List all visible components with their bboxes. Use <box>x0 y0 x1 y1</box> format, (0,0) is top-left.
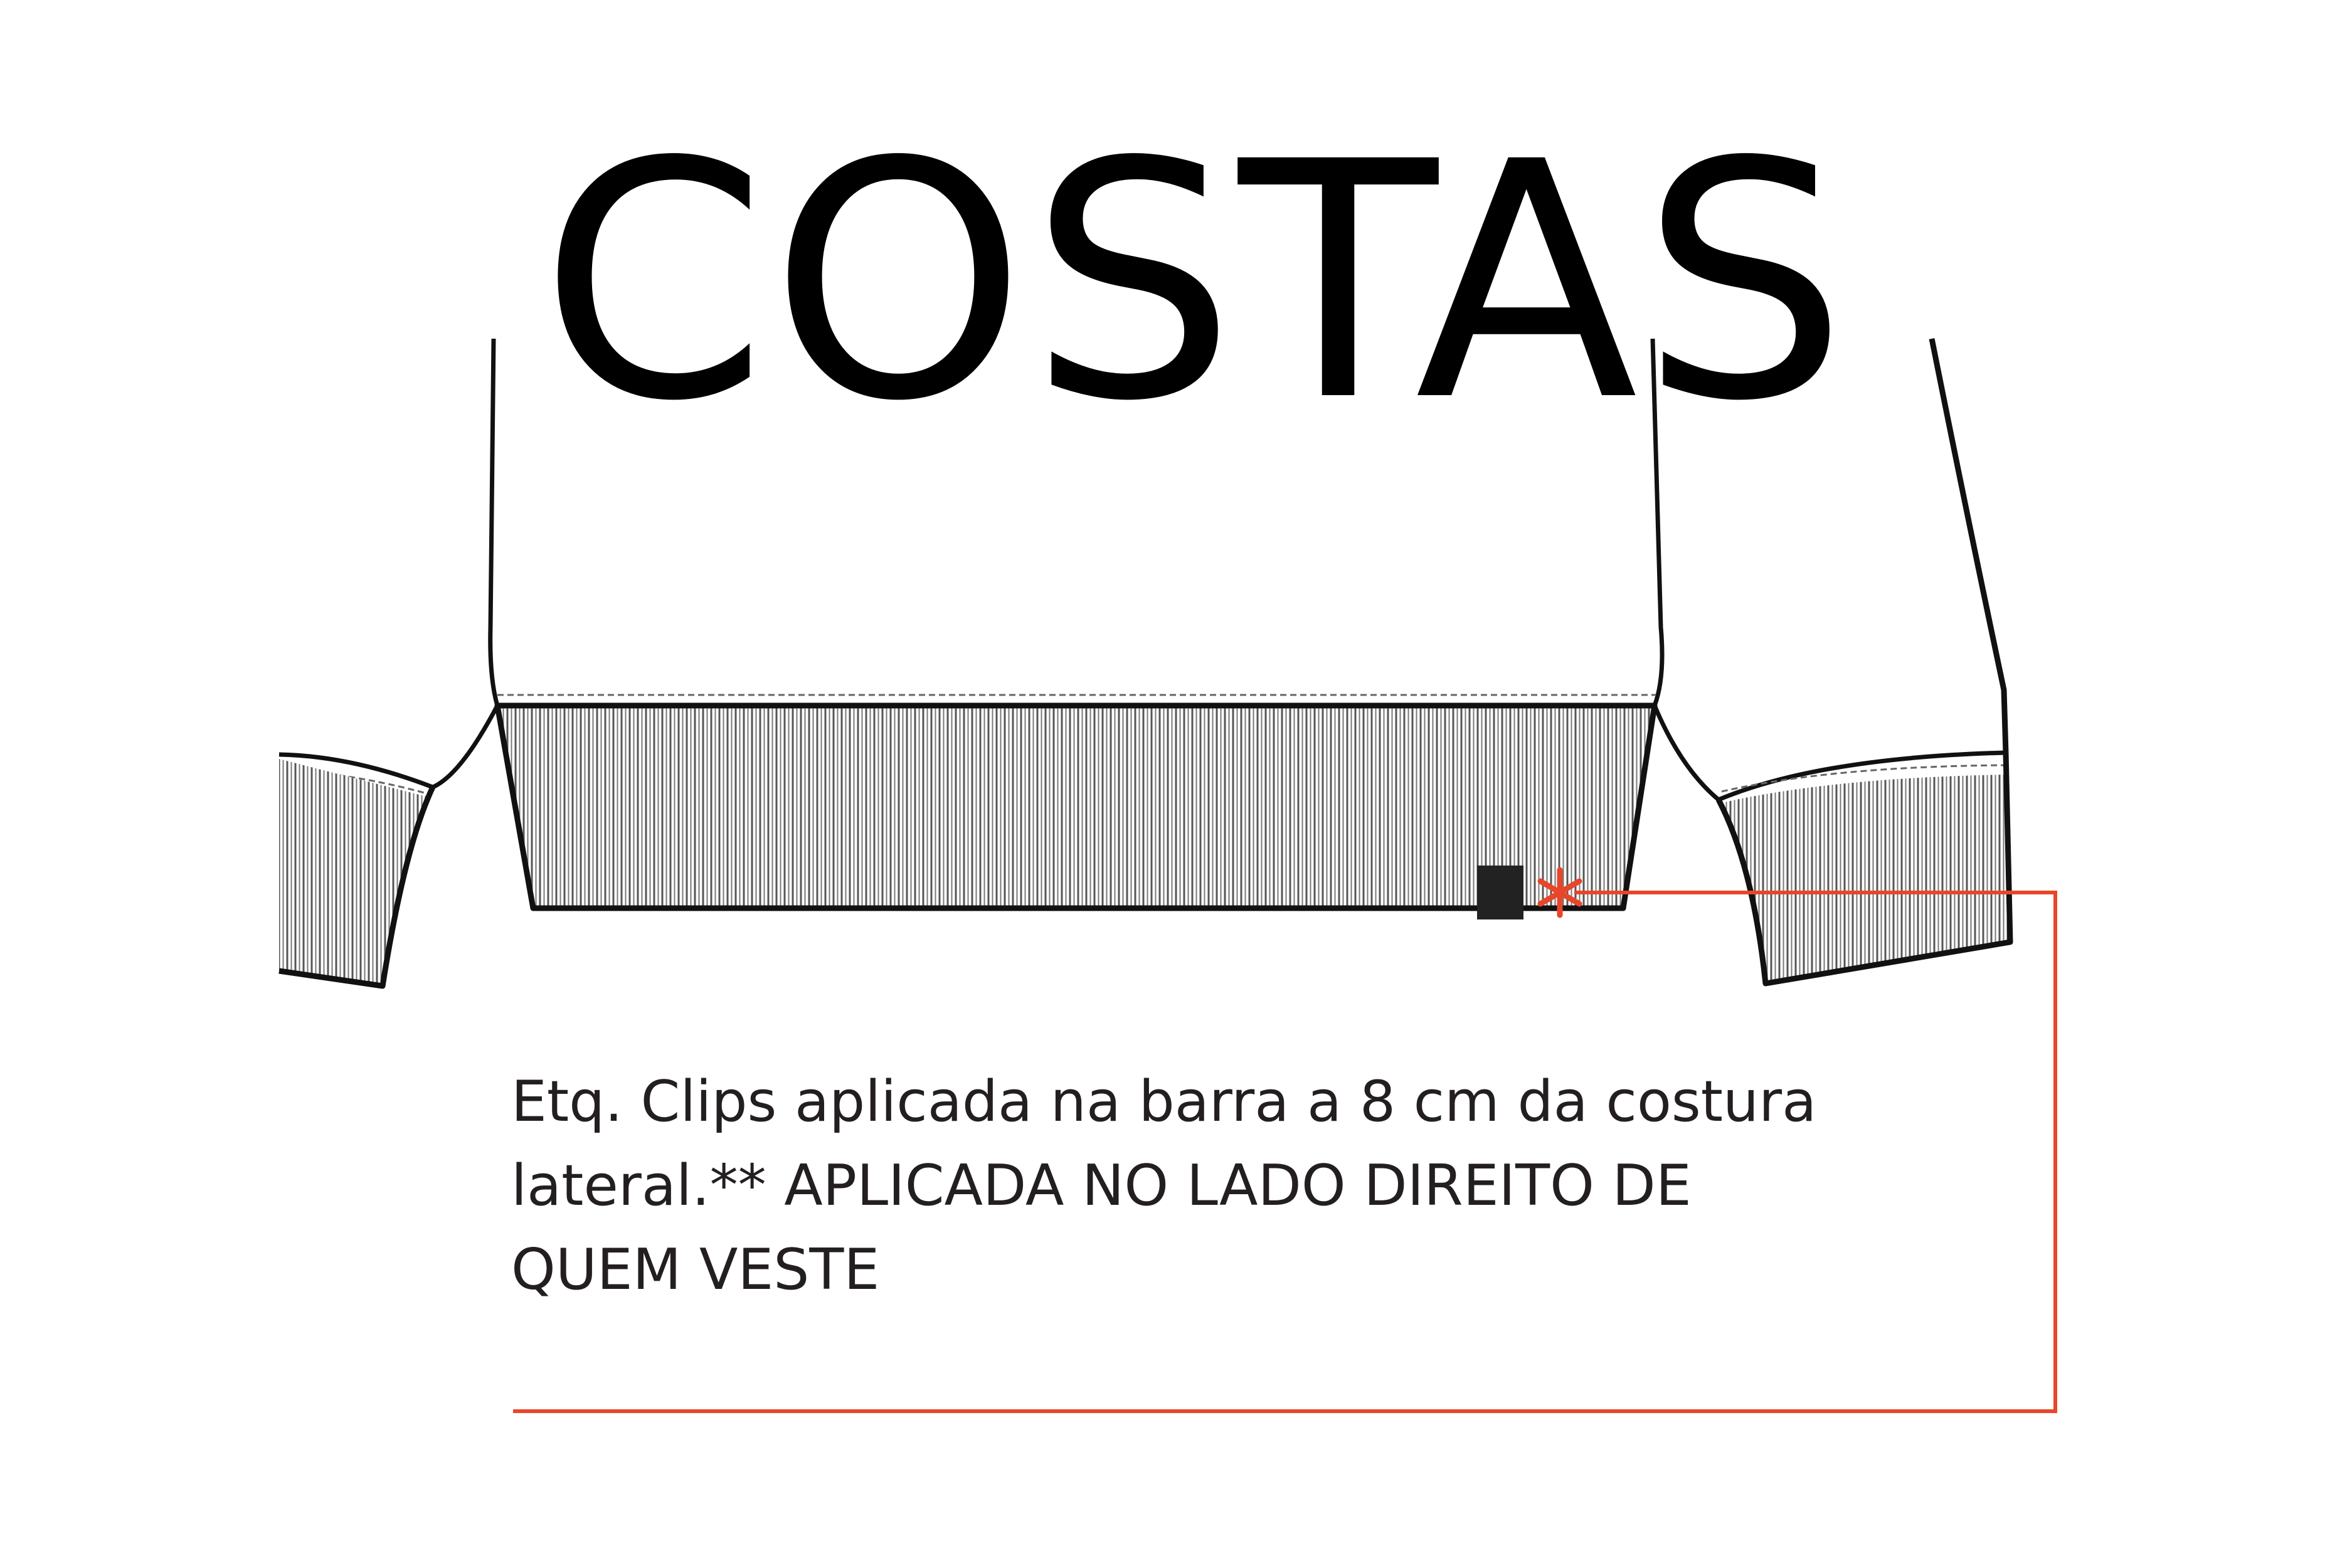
body-left-side-seam <box>488 338 500 706</box>
callout-leader-line <box>513 891 2057 1413</box>
waistband-rib <box>494 702 1658 911</box>
right-sleeve-stitch <box>1721 764 2006 793</box>
right-cuff-outline <box>1716 752 2013 987</box>
right-sleeve-inner-edge <box>1652 704 2006 803</box>
view-title: COSTAS <box>539 92 1850 472</box>
left-sleeve-stitch <box>278 769 427 795</box>
annotation-line-1: Etq. Clips aplicada na barra a 8 cm da c… <box>511 1069 1817 1135</box>
asterisk-icon <box>1537 867 1582 918</box>
left-cuff-rib <box>279 759 426 985</box>
annotation-note: Etq. Clips aplicada na barra a 8 cm da c… <box>511 1060 1878 1312</box>
annotation-line-2: lateral.** APLICADA NO LADO DIREITO DE <box>511 1153 1692 1219</box>
left-cuff-outline <box>278 786 436 989</box>
body-right-side-seam <box>1650 338 1665 707</box>
right-cuff-rib <box>1722 775 2010 982</box>
clip-label-tag <box>1477 866 1523 919</box>
right-sleeve-outer-edge <box>1929 338 2009 753</box>
annotation-line-3: QUEM VESTE <box>511 1237 880 1303</box>
